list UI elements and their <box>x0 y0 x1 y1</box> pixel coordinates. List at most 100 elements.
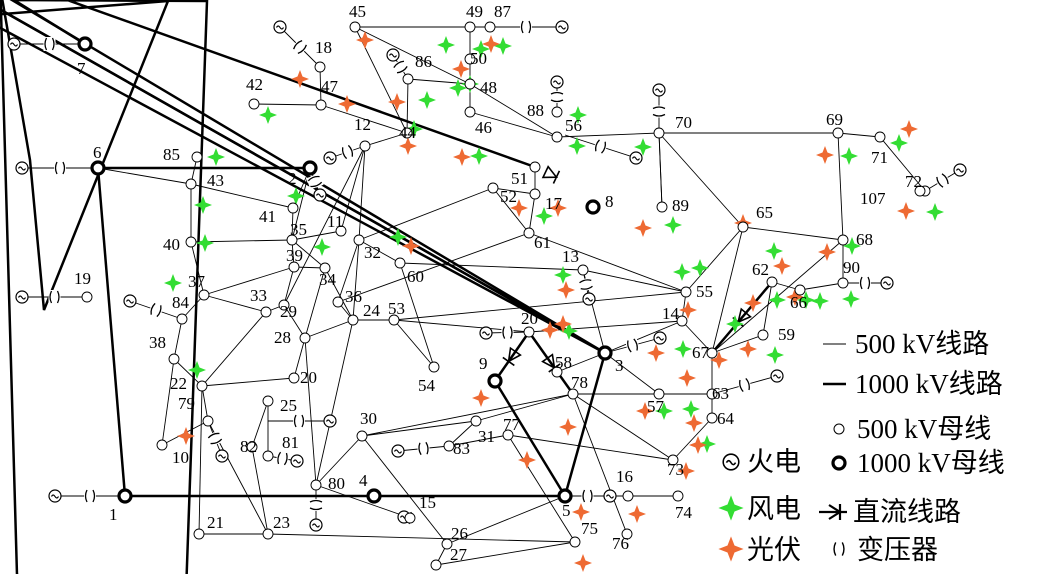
bus-500kv-n60 <box>394 257 406 269</box>
bus-label-n41: 41 <box>259 207 276 226</box>
bus-label-n60: 60 <box>407 267 424 286</box>
bus-label-n68: 68 <box>856 230 873 249</box>
wind-generator-icon <box>194 196 212 214</box>
line-n47-n42 <box>253 103 322 106</box>
dc-line-51-8-3 <box>0 0 606 574</box>
bus-500kv-n37 <box>198 289 210 301</box>
line-n84-n38 <box>173 318 183 360</box>
line-n35-n11 <box>291 230 342 241</box>
bus-label-n86: 86 <box>415 52 432 71</box>
bus-label-n11: 11 <box>327 212 343 231</box>
thermal-generator-icon <box>323 151 337 165</box>
legend-bus-1000kv: 1000 kV母线 <box>857 448 1005 478</box>
pv-generator-icon <box>574 554 592 572</box>
bus-500kv-n63 <box>706 388 718 400</box>
bus-500kv-n74 <box>672 490 684 502</box>
bus-label-n38: 38 <box>149 333 166 352</box>
bus-1000kv-n4 <box>366 488 382 504</box>
bus-500kv-n42 <box>248 98 260 110</box>
line-n77-n75 <box>507 434 576 543</box>
line-n77-n83 <box>448 434 509 447</box>
bus-label-n5: 5 <box>562 501 571 520</box>
dc-line-62-67 <box>711 281 773 354</box>
bus-label-n30: 30 <box>360 409 377 428</box>
line-n55-n13 <box>582 269 687 293</box>
bus-1000kv-n9 <box>487 373 503 389</box>
legend-pv-icon <box>718 536 744 562</box>
legend-thermal: 火电 <box>747 447 801 477</box>
bus-label-n34: 34 <box>319 270 337 289</box>
thermal-generator-icon <box>391 444 405 458</box>
bus-label-n43: 43 <box>207 171 224 190</box>
bus-label-n39: 39 <box>286 246 303 265</box>
line-n22-n79 <box>201 385 209 422</box>
bus-label-n89: 89 <box>672 196 689 215</box>
line-n17-n61 <box>528 193 536 234</box>
wind-generator-icon <box>437 36 455 54</box>
bus-label-n59: 59 <box>778 325 795 344</box>
bus-500kv-n53 <box>388 314 400 326</box>
bus-label-n63: 63 <box>712 384 729 403</box>
line-n28-n24 <box>304 319 354 339</box>
bus-500kv-n86 <box>402 73 414 85</box>
bus-label-n23: 23 <box>273 513 290 532</box>
line-n6-n43 <box>97 167 192 185</box>
bus-label-n3: 3 <box>615 356 624 375</box>
wind-generator-icon <box>765 242 783 260</box>
bus-label-n6: 6 <box>93 143 102 162</box>
bus-500kv-n21 <box>193 528 205 540</box>
bus-1000kv-n2 <box>302 160 318 176</box>
bus-500kv-n59 <box>757 329 769 341</box>
bus-500kv-n22 <box>196 380 208 392</box>
bus-label-n47: 47 <box>321 77 339 96</box>
bus-1000kv-n8 <box>585 199 601 215</box>
wind-generator-icon <box>673 263 691 281</box>
bus-500kv-n32 <box>353 234 365 246</box>
legend-dc-line: 直流线路 <box>853 497 961 527</box>
bus-500kv-n85 <box>191 151 203 163</box>
bus-500kv-n64 <box>706 412 718 424</box>
bus-500kv-n23 <box>262 528 274 540</box>
line-n56-n70 <box>556 132 660 138</box>
bus-500kv-n41 <box>287 202 299 214</box>
line-n89-n70 <box>658 132 663 208</box>
line-n43-n41 <box>190 183 294 209</box>
bus-label-n62: 62 <box>752 260 769 279</box>
line-n61-n52 <box>492 187 530 234</box>
bus-label-n78: 78 <box>571 373 588 392</box>
bus-500kv-n51 <box>529 161 541 173</box>
line-n47-n18 <box>319 66 322 106</box>
bus-label-n72: 72 <box>905 172 922 191</box>
bus-500kv-n61 <box>523 227 535 239</box>
bus-500kv-n52 <box>487 182 499 194</box>
bus-label-n24: 24 <box>363 301 381 320</box>
line-n78-n76 <box>572 393 628 535</box>
bus-500kv-n50 <box>464 53 476 65</box>
bus-500kv-n78 <box>567 388 579 400</box>
pv-generator-icon <box>559 418 577 436</box>
pv-generator-icon <box>557 281 575 299</box>
line-n10-n38 <box>161 358 175 446</box>
line-n24-n34 <box>324 267 354 321</box>
pv-generator-icon <box>472 389 490 407</box>
line-n32-n24 <box>352 239 360 321</box>
bus-500kv-n73 <box>667 454 679 466</box>
bus-500kv-n77 <box>502 429 514 441</box>
wind-generator-icon <box>313 238 331 256</box>
bus-label-n16: 16 <box>616 467 633 486</box>
bus-label-n75: 75 <box>581 519 598 538</box>
bus-label-n88: 88 <box>527 101 544 120</box>
bus-label-n31: 31 <box>478 427 495 446</box>
dc-valve-icon <box>502 346 522 367</box>
line-n58-n3 <box>556 352 606 373</box>
bus-label-n80: 80 <box>328 474 345 493</box>
line-n44-n47 <box>320 104 408 134</box>
bus-500kv-n12 <box>359 140 371 152</box>
line-n30-n78 <box>361 393 574 437</box>
bus-500kv-n34 <box>319 262 331 274</box>
line-n13-n60 <box>399 262 584 271</box>
line-n28-n29 <box>283 304 306 339</box>
legend-bus-500kv: 500 kV母线 <box>857 414 991 444</box>
pv-generator-icon <box>818 243 836 261</box>
